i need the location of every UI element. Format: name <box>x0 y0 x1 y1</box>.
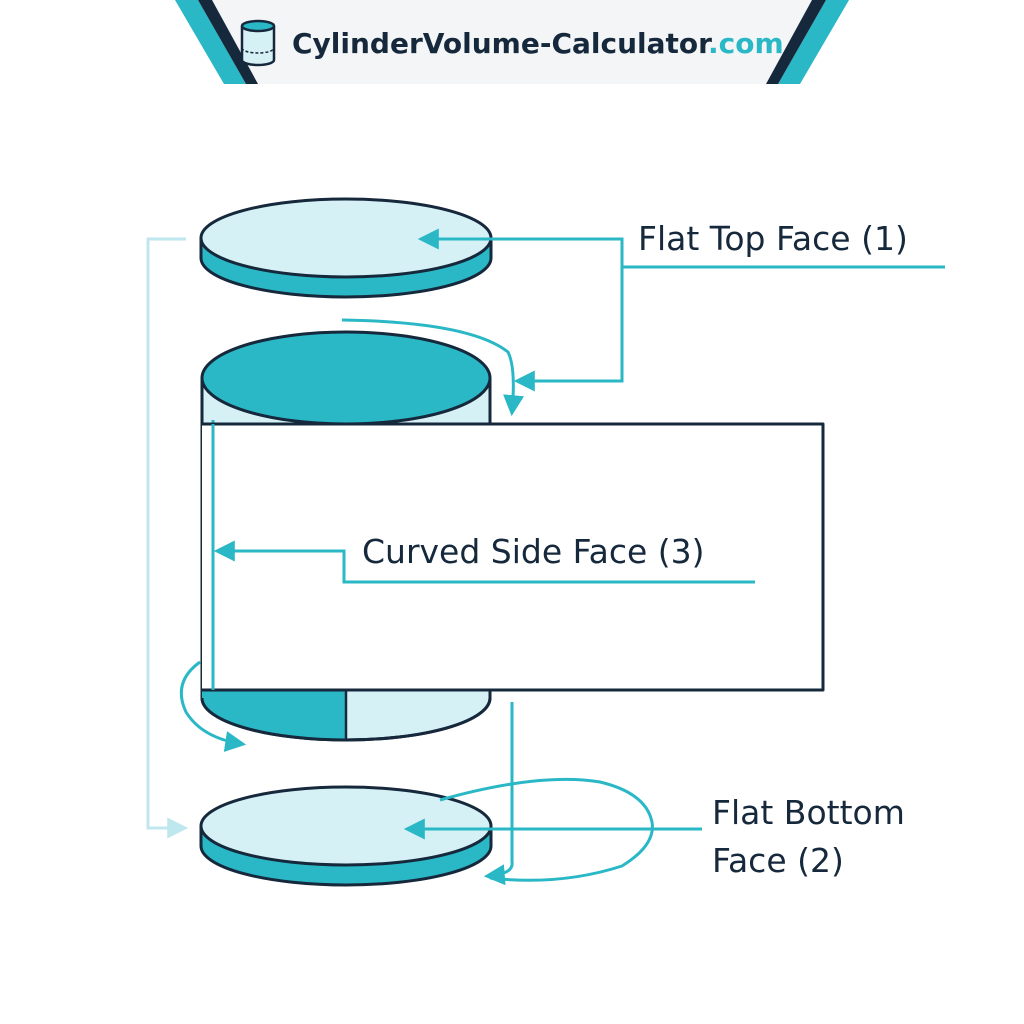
side-rectangle <box>202 422 825 692</box>
site-name-tld: .com <box>708 27 784 60</box>
top-disk <box>199 197 493 299</box>
label-flat-top-face-text: Flat Top Face <box>638 219 861 258</box>
side-leader <box>213 540 755 584</box>
label-curved-side-face: Curved Side Face (3) <box>362 532 705 571</box>
label-flat-bottom-face-number: (2) <box>797 841 844 880</box>
label-curved-side-face-text: Curved Side Face <box>362 532 658 571</box>
bottom-disk <box>199 785 493 887</box>
curve-arrow-left <box>179 660 247 752</box>
label-flat-bottom-line1: Flat Bottom <box>712 793 905 832</box>
header-banner: CylinderVolume-Calculator.com <box>175 0 849 84</box>
label-flat-top-face: Flat Top Face (1) <box>638 219 908 258</box>
top-leader <box>417 228 945 392</box>
label-curved-side-face-number: (3) <box>658 532 705 571</box>
site-name: CylinderVolume-Calculator.com <box>292 27 784 60</box>
connector-bracket <box>146 237 189 839</box>
curve-arrow-top <box>341 318 524 417</box>
site-name-main: CylinderVolume-Calculator <box>292 27 712 60</box>
cylinder-icon <box>240 19 276 67</box>
label-flat-bottom-face-text: Face <box>712 841 797 880</box>
bottom-leader <box>403 702 702 886</box>
label-flat-top-face-number: (1) <box>861 219 908 258</box>
label-flat-bottom-line2: Face (2) <box>712 841 844 880</box>
